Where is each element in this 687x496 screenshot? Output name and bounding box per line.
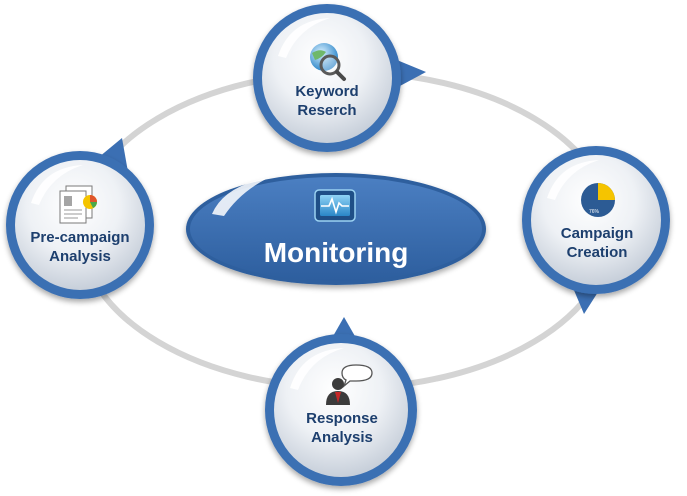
node-keyword-research: Keyword Reserch	[253, 4, 426, 152]
node-pointer	[332, 317, 356, 338]
node-label-line2: Reserch	[297, 102, 356, 119]
node-body	[15, 160, 145, 290]
node-label-line2: Creation	[567, 244, 628, 261]
center-ellipse-highlight	[212, 178, 268, 216]
node-label-line2: Analysis	[311, 429, 373, 446]
monitor-heartbeat-icon	[314, 189, 356, 222]
node-gloss	[278, 18, 330, 58]
node-label-line1: Pre-campaign	[30, 229, 129, 246]
node-body	[531, 155, 661, 285]
center-title: Monitoring	[264, 237, 409, 268]
center-monitoring-node: Monitoring	[186, 173, 486, 285]
node-body	[262, 13, 392, 143]
node-gloss	[31, 165, 83, 205]
person-speech-bubble-icon	[326, 364, 373, 405]
node-response-analysis: Response Analysis	[265, 317, 417, 486]
node-pre-campaign-analysis: Pre-campaign Analysis	[6, 138, 154, 299]
pie-chart-icon-text: 76%	[589, 209, 600, 215]
node-label-line1: Response	[306, 410, 378, 427]
node-body	[274, 343, 408, 477]
node-label-line1: Keyword	[295, 83, 358, 100]
globe-magnifier-icon	[310, 43, 346, 81]
node-label-line2: Analysis	[49, 248, 111, 265]
node-gloss	[290, 348, 344, 390]
node-label-line1: Campaign	[561, 225, 634, 242]
node-gloss	[547, 160, 599, 200]
pie-chart-icon: 76%	[581, 183, 615, 217]
report-document-icon	[59, 185, 97, 224]
node-campaign-creation: 76% Campaign Creation	[522, 146, 670, 314]
center-ellipse	[190, 177, 482, 281]
